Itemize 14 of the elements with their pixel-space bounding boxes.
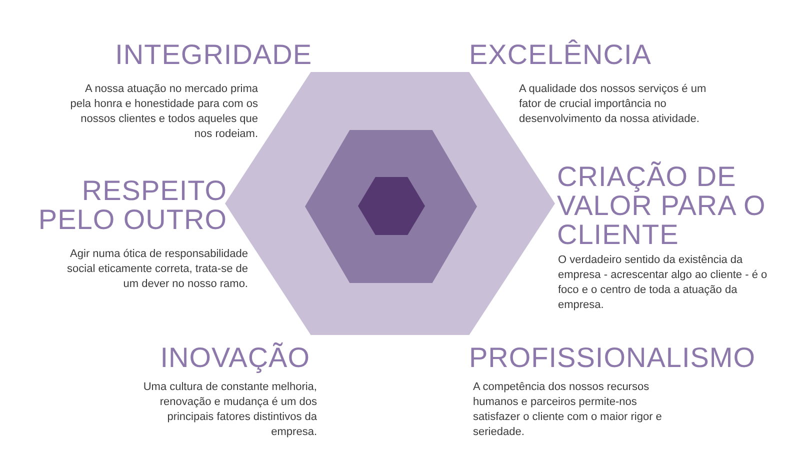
value-heading: PROFISSIONALISMO <box>469 343 756 372</box>
value-heading: INOVAÇÃO <box>159 343 310 372</box>
value-heading: EXCELÊNCIA <box>469 40 652 69</box>
value-description: A qualidade dos nossos serviços é um fator de crucial importância no desenvolvimento da nossa atividade. <box>519 82 708 127</box>
value-description: O verdadeiro sentido da existência da empresa - acrescentar algo ao cliente - é o foco e o centro de toda a atuação da empresa. <box>558 253 768 313</box>
value-description: A competência dos nossos recursos humanos e parceiros permite-nos satisfazer o cliente com o maior rigor e seriedade. <box>473 380 663 440</box>
value-heading: INTEGRIDADE <box>114 40 312 69</box>
value-description: Uma cultura de constante melhoria, renovação e mudança é um dos principais fatores distintivos da empresa. <box>142 380 317 440</box>
value-heading: CRIAÇÃO DE VALOR PARA O CLIENTE <box>557 162 767 249</box>
value-description: A nossa atuação no mercado prima pela honra e honestidade para com os nossos clientes e todos aqueles que nos rodeiam. <box>70 82 258 142</box>
hexagon-layer <box>358 177 425 235</box>
value-heading: RESPEITO PELO OUTRO <box>37 176 227 234</box>
hexagon-layer <box>305 130 477 283</box>
value-description: Agir numa ótica de responsabilidade social eticamente correta, trata-se de um dever no nosso ramo. <box>66 247 248 292</box>
